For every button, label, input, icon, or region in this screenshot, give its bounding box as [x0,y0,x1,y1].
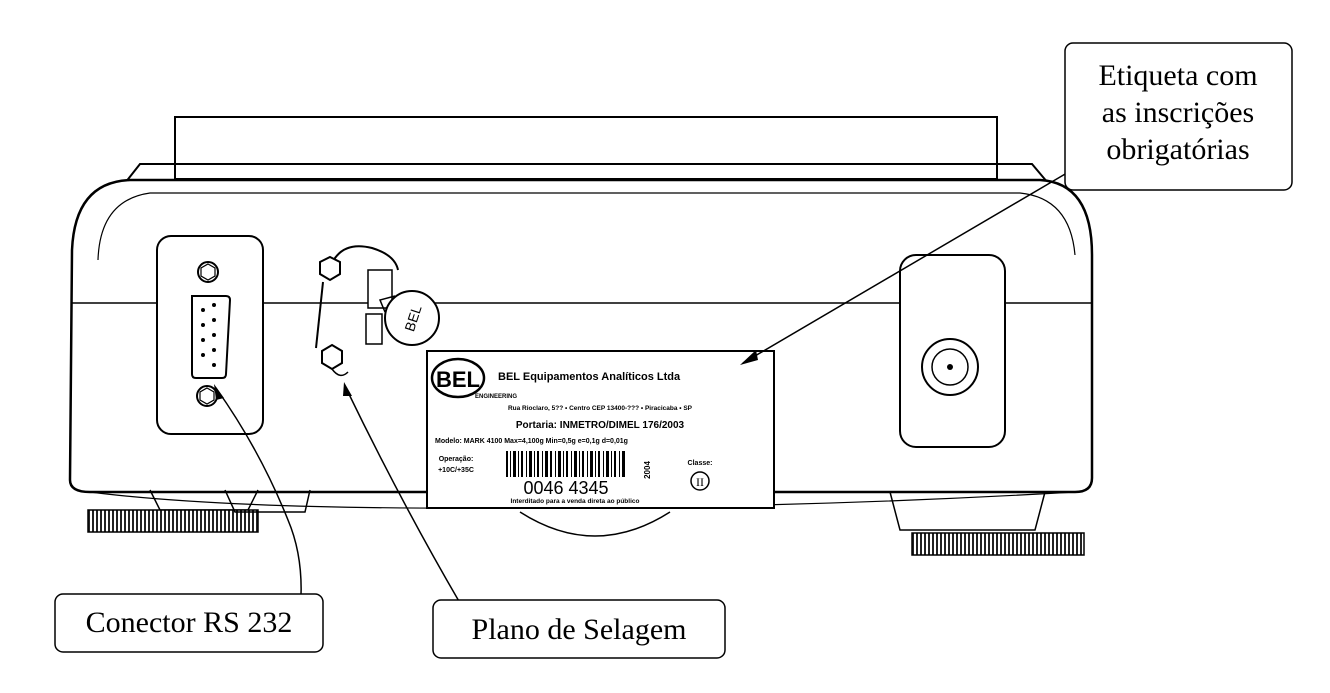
rs232-screw-bottom-nut [199,387,215,405]
plate-model: Modelo: MARK 4100 Max=4,100g Min=0,5g e=… [435,438,628,445]
pan-support [124,163,1049,184]
plate-portaria: Portaria: INMETRO/DIMEL 176/2003 [516,420,685,431]
seal-bolt-bottom [321,343,343,371]
body-inner-edge [97,192,1076,261]
right-leveling-foot [911,532,1085,556]
callout-seal-box [432,599,726,659]
leader-label [742,169,1073,364]
plate-classe-title: Classe: [688,460,713,467]
callout-label-line1: Etiqueta com [1098,59,1257,92]
seal-bolt-top [319,255,341,282]
left-leveling-foot [87,509,259,533]
bel-logo-frame [430,357,486,399]
serial-barcode [506,451,625,477]
leader-label-arrowhead [740,350,758,365]
seal-wire-2 [315,281,324,349]
right-foot-bracket [889,491,1046,531]
seal-wire [329,245,399,271]
leader-rs232 [215,387,302,613]
callout-label-box [1064,42,1293,191]
plate-classe-value: II [696,475,704,489]
callout-rs232-box [54,593,324,653]
plate-year: 2004 [643,461,652,479]
callout-rs232-text: Conector RS 232 [86,606,293,639]
callout-label-line3: obrigatórias [1106,133,1249,166]
plate-footer: Interditado para a venda direta ao públi… [511,498,640,505]
seal-wire-3 [331,368,349,377]
seal-clip-lower [365,313,383,345]
power-jack-pin [947,364,953,370]
plate-operacao-title: Operação: [439,456,474,463]
bel-logo-text: BEL [436,367,480,392]
seal-clip [367,269,393,309]
db9-connector [191,295,232,379]
plate-serial: 0046 4345 [523,478,608,498]
left-foot-bracket-right [224,489,311,513]
plate-classe-circle [690,471,710,491]
callout-label-line2: as inscrições [1102,96,1254,129]
plate-operacao-value: +10C/+35C [438,467,474,474]
leader-seal-arrowhead [343,382,352,396]
lead-seal-disc [384,290,440,346]
weighing-pan [174,116,998,180]
bel-logo-sub: ENGINEERING [475,394,517,400]
leader-rs232-arrowhead [214,384,224,400]
lead-seal-text: BEL [401,303,424,333]
leader-seal [344,385,461,604]
company-name: BEL Equipamentos Analíticos Ltda [498,371,681,383]
front-foot-bump [519,511,671,537]
callout-seal-text: Plano de Selagem [472,613,687,646]
rs232-screw-top-nut [200,263,216,281]
plate-address: Rua Rioclaro, 5?? • Centro CEP 13400-???… [508,405,693,412]
lead-seal-tab [378,295,396,313]
db9-pins [201,303,216,367]
